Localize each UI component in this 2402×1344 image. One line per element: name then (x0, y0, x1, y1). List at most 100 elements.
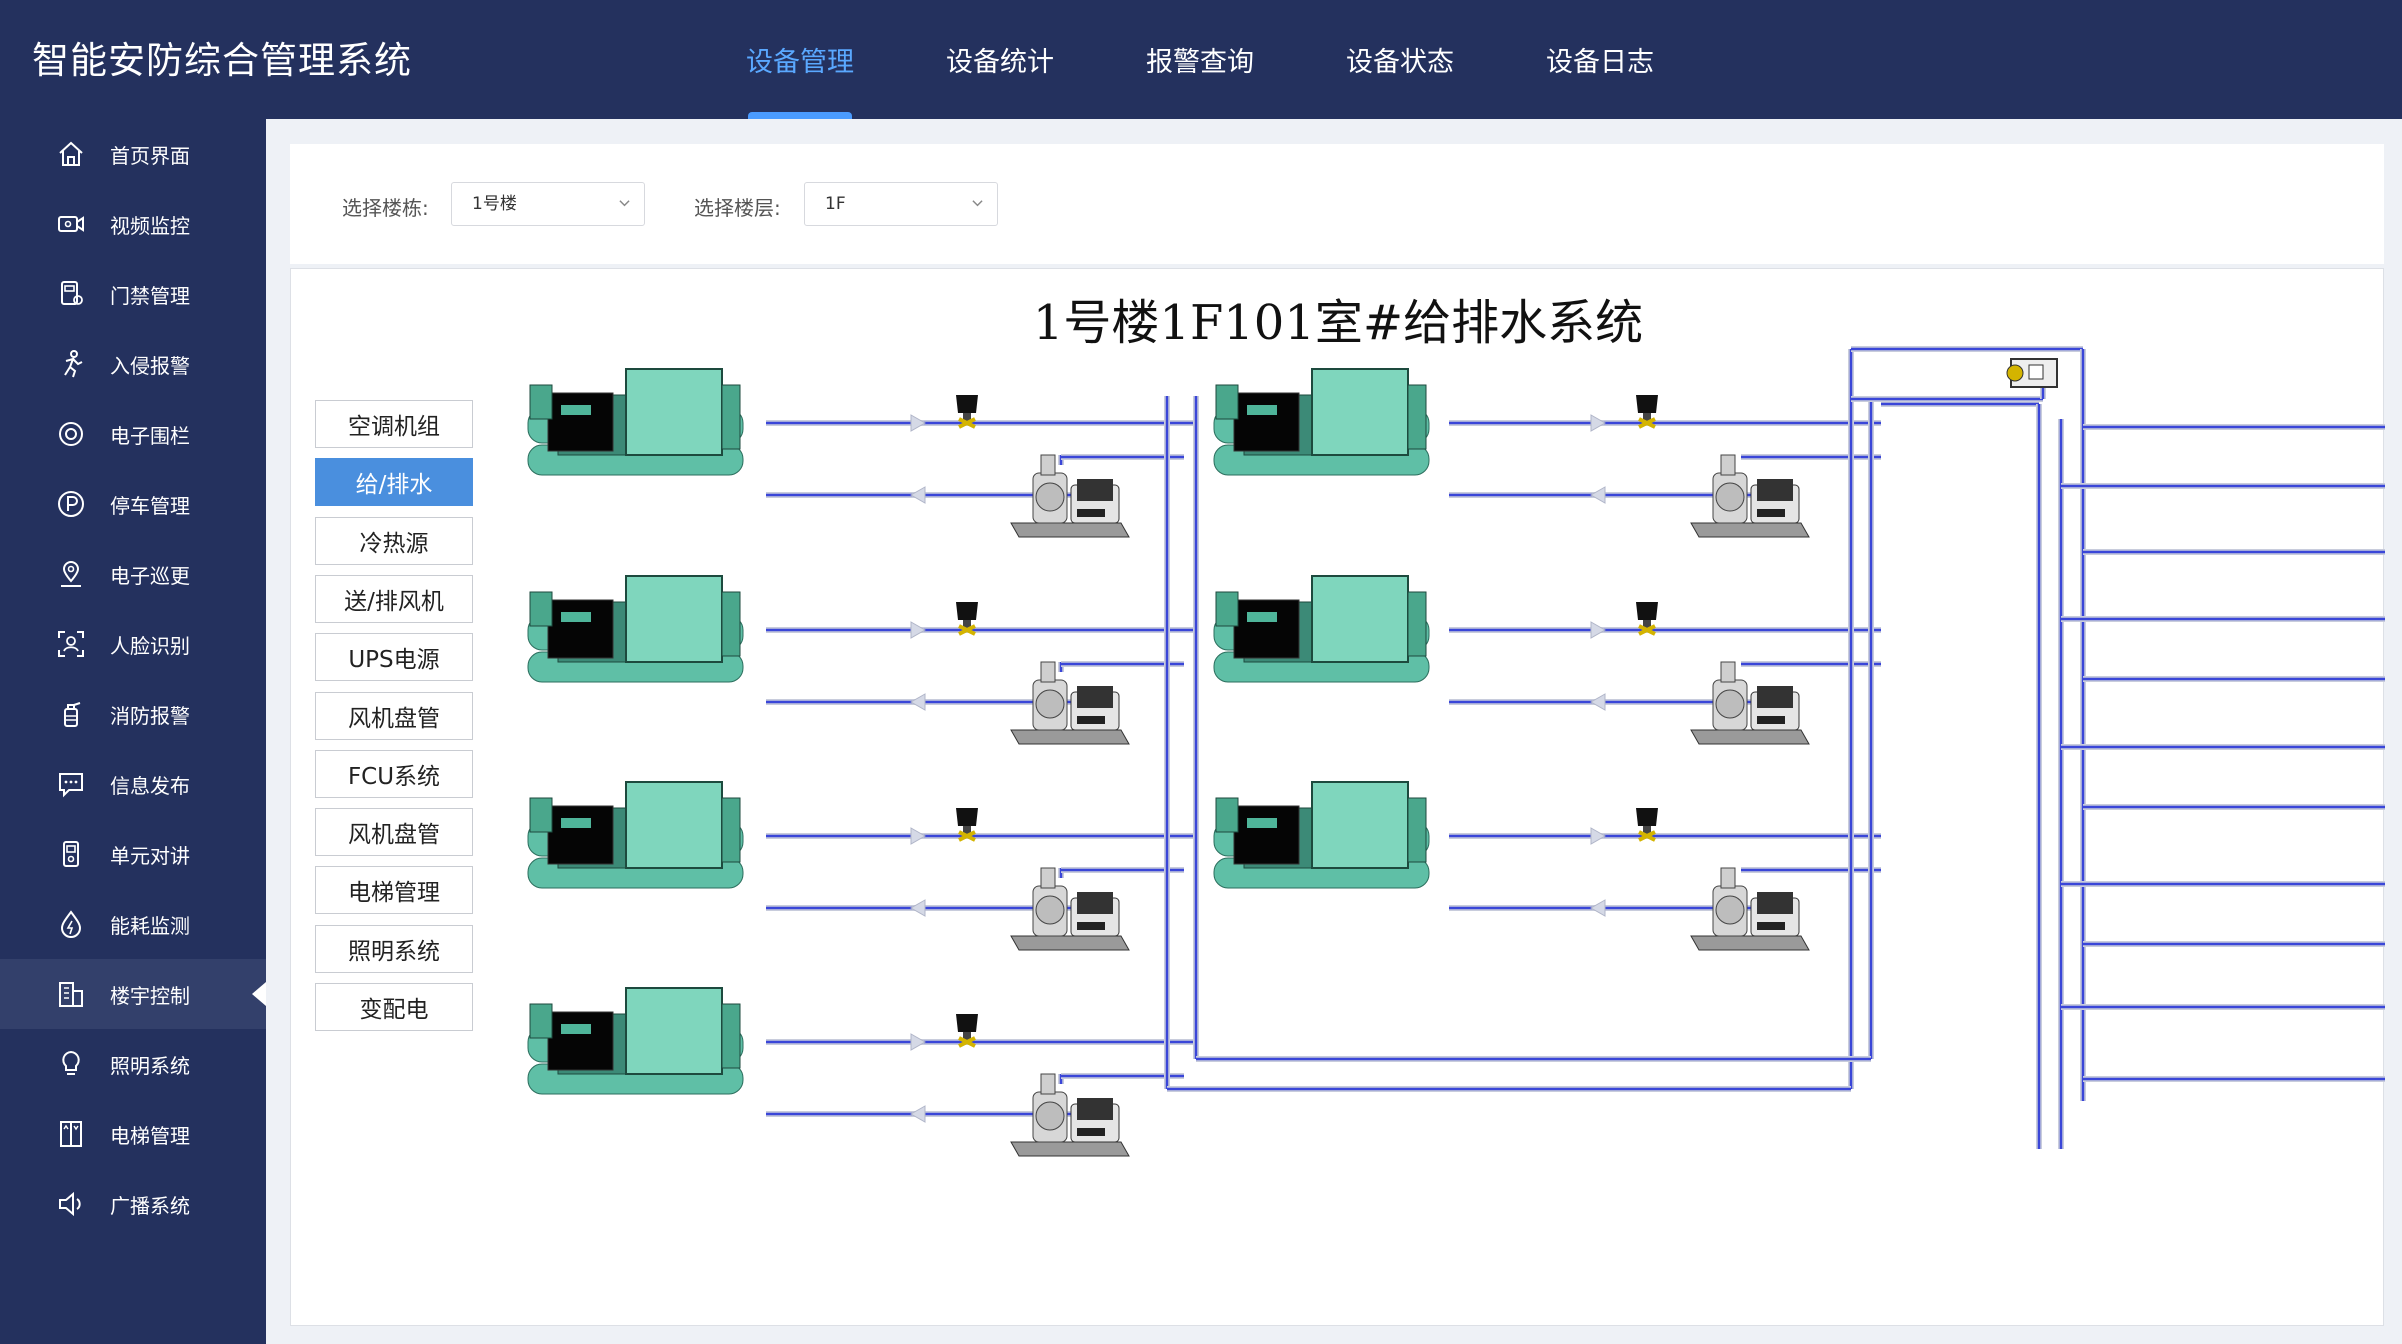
system-button-power-distribution[interactable]: 变配电 (315, 983, 473, 1031)
valve-actuator (1636, 602, 1658, 620)
intruder-icon (64, 350, 83, 378)
sidebar-item-intercom[interactable]: 单元对讲 (0, 819, 266, 889)
system-button-heat-cold-source[interactable]: 冷热源 (315, 516, 473, 565)
energy-drop-icon (60, 910, 82, 938)
valve-body (1638, 624, 1656, 636)
valve-body (1638, 830, 1656, 842)
system-button-elevator-management[interactable]: 电梯管理 (315, 866, 473, 915)
sidebar-item-label: 电梯管理 (110, 1123, 190, 1148)
valve-actuator (1636, 395, 1658, 413)
system-button-fcu-system[interactable]: FCU系统 (315, 749, 473, 798)
sidebar-item-label: 人脸识别 (110, 633, 190, 658)
tab-device-statistics[interactable]: 设备统计 (946, 47, 1054, 78)
system-button-ups-power[interactable]: UPS电源 (315, 633, 473, 682)
chiller-unit[interactable] (1213, 368, 1430, 476)
sidebar-item-label: 单元对讲 (110, 843, 190, 868)
sidebar-item-fence[interactable]: 电子围栏 (0, 399, 266, 469)
building-select[interactable]: 1号楼 (451, 182, 645, 226)
sidebar-item-label: 门禁管理 (110, 283, 190, 308)
flow-arrow (1590, 827, 1607, 845)
system-button-fan-coil[interactable]: 风机盘管 (315, 691, 473, 740)
sidebar-item-video[interactable]: 视频监控 (0, 189, 266, 259)
sidebar-item-label: 消防报警 (110, 703, 190, 728)
water-pump[interactable] (1690, 867, 1810, 951)
sidebar-item-home[interactable]: 首页界面 (0, 119, 266, 189)
sidebar-item-lighting[interactable]: 照明系统 (0, 1029, 266, 1099)
sidebar-item-label: 照明系统 (110, 1053, 190, 1078)
valve-body (958, 830, 976, 842)
location-pin-icon (61, 561, 81, 587)
valve-actuator (956, 395, 978, 413)
flow-meter-sensor (2006, 364, 2024, 382)
system-button-fan-coil-2[interactable]: 风机盘管 (315, 808, 473, 857)
sidebar-item-patrol[interactable]: 电子巡更 (0, 539, 266, 609)
chiller-unit[interactable] (527, 575, 744, 683)
water-pump[interactable] (1010, 661, 1130, 745)
valve-body (958, 624, 976, 636)
sidebar-item-face[interactable]: 人脸识别 (0, 609, 266, 679)
system-button-lighting-system[interactable]: 照明系统 (315, 924, 473, 973)
top-header: 智能安防综合管理系统 设备管理 设备统计 报警查询 设备状态 设备日志 (0, 0, 2402, 119)
valve-body (958, 1036, 976, 1048)
flow-arrow (1589, 899, 1606, 917)
sidebar-item-label: 广播系统 (110, 1193, 190, 1218)
home-icon (59, 141, 83, 166)
speaker-icon (59, 1191, 81, 1217)
sidebar-item-intrusion[interactable]: 入侵报警 (0, 329, 266, 399)
sidebar-item-fire[interactable]: 消防报警 (0, 679, 266, 749)
app-title: 智能安防综合管理系统 (32, 39, 412, 82)
flow-arrow (910, 1033, 927, 1051)
sidebar-item-building-control[interactable]: 楼宇控制 (0, 959, 266, 1029)
flow-arrow (910, 414, 927, 432)
flow-arrow (1590, 414, 1607, 432)
floor-select-value: 1F (825, 194, 846, 214)
tab-device-management[interactable]: 设备管理 (700, 0, 900, 119)
valve-actuator (1636, 808, 1658, 826)
tab-device-log[interactable]: 设备日志 (1546, 47, 1654, 78)
chiller-unit[interactable] (527, 368, 744, 476)
tab-alarm-query[interactable]: 报警查询 (1146, 47, 1254, 78)
lightbulb-icon (62, 1050, 80, 1075)
video-camera-icon (58, 216, 84, 232)
access-control-icon (61, 281, 83, 305)
flow-arrow (909, 899, 926, 917)
system-button-water-supply-drainage[interactable]: 给/排水 (315, 458, 473, 507)
water-pump[interactable] (1010, 454, 1130, 538)
sidebar-item-label: 信息发布 (110, 773, 190, 798)
chevron-down-icon (619, 200, 630, 207)
face-scan-icon (58, 631, 84, 657)
sidebar-item-energy[interactable]: 能耗监测 (0, 889, 266, 959)
sidebar-item-access[interactable]: 门禁管理 (0, 259, 266, 329)
flow-arrow (910, 621, 927, 639)
system-button-supply-exhaust-fan[interactable]: 送/排风机 (315, 574, 473, 623)
sidebar-item-label: 首页界面 (110, 143, 190, 168)
fire-extinguisher-icon (64, 702, 81, 727)
water-pump[interactable] (1010, 867, 1130, 951)
sidebar-item-broadcast[interactable]: 广播系统 (0, 1169, 266, 1239)
system-button-hvac-unit[interactable]: 空调机组 (315, 400, 473, 448)
water-pump[interactable] (1010, 1073, 1130, 1157)
sidebar-item-label: 能耗监测 (110, 913, 190, 938)
flow-arrow (1589, 693, 1606, 711)
diagram-panel: 1号楼1F101室#给排水系统 空调机组给/排水冷热源送/排风机 UPS电源风机盘… (290, 268, 2385, 1326)
chiller-unit[interactable] (1213, 575, 1430, 683)
chiller-unit[interactable] (1213, 781, 1430, 889)
diagram-title: 1号楼1F101室#给排水系统 (1032, 295, 1644, 351)
chiller-unit[interactable] (527, 987, 744, 1095)
water-pump[interactable] (1690, 661, 1810, 745)
floor-select-label: 选择楼层: (694, 196, 781, 220)
floor-select[interactable]: 1F (804, 182, 998, 226)
sidebar-item-elevator[interactable]: 电梯管理 (0, 1099, 266, 1169)
sidebar-item-label: 视频监控 (110, 213, 190, 238)
sidebar-item-label: 电子围栏 (110, 423, 190, 448)
sidebar-item-label: 停车管理 (110, 493, 190, 518)
sidebar-item-info[interactable]: 信息发布 (0, 749, 266, 819)
sidebar-item-parking[interactable]: 停车管理 (0, 469, 266, 539)
elevator-icon (60, 1121, 82, 1147)
top-navigation: 设备管理 设备统计 报警查询 设备状态 设备日志 (700, 0, 1700, 119)
water-pump[interactable] (1690, 454, 1810, 538)
filter-panel: 选择楼栋: 1号楼 选择楼层: 1F (290, 144, 2384, 264)
flow-arrow (1589, 486, 1606, 504)
tab-device-status[interactable]: 设备状态 (1346, 47, 1454, 78)
chiller-unit[interactable] (527, 781, 744, 889)
